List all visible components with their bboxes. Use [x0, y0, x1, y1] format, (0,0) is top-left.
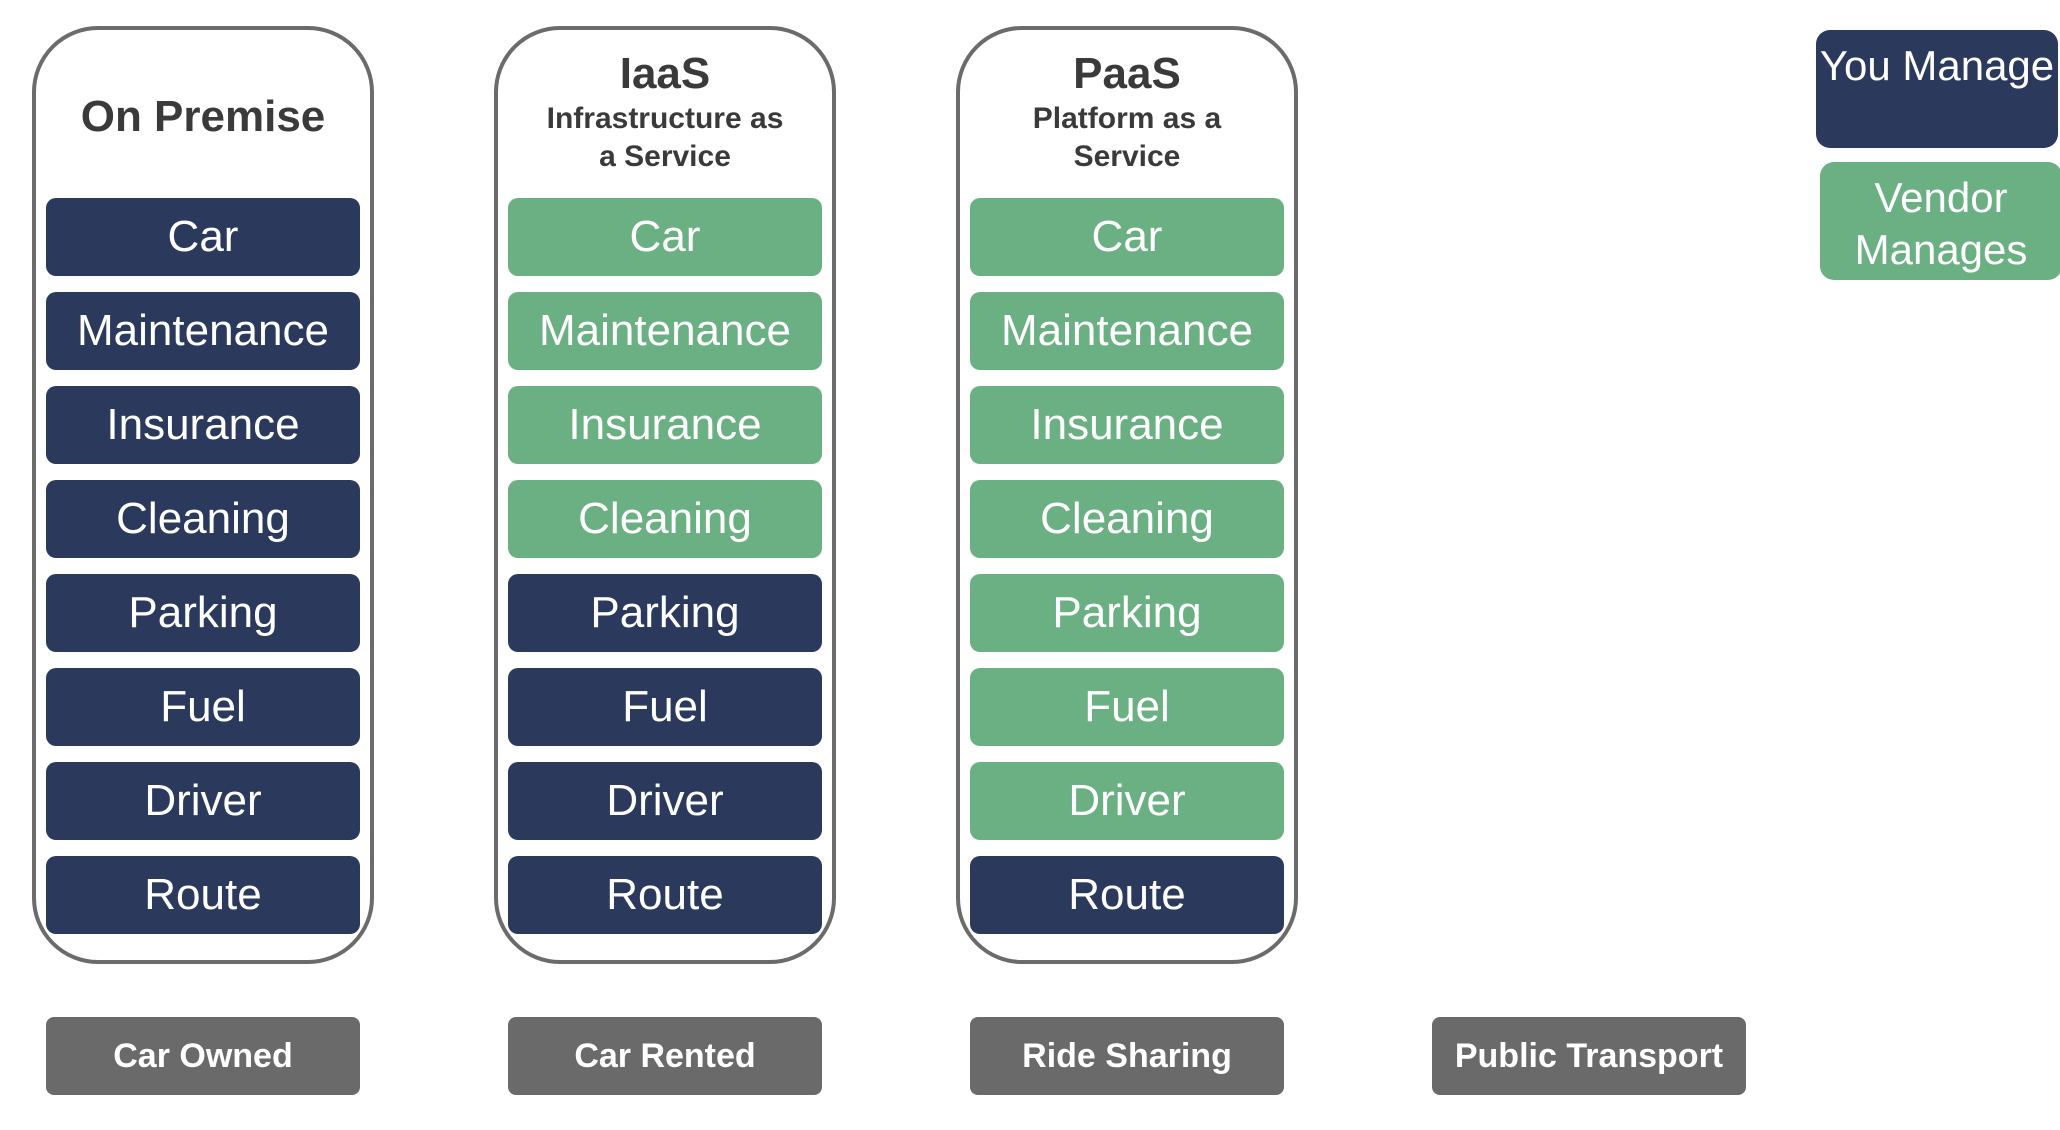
- item-driver: Driver: [970, 762, 1284, 840]
- column-subtitle: Platform as a Service: [1032, 102, 1222, 173]
- column-paas: PaaS Platform as a Service Car Maintenan…: [956, 26, 1298, 964]
- item-maintenance: Maintenance: [970, 292, 1284, 370]
- footer-ride-sharing: Ride Sharing: [970, 1017, 1284, 1095]
- item-cleaning: Cleaning: [970, 480, 1284, 558]
- item-parking: Parking: [508, 574, 822, 652]
- item-maintenance: Maintenance: [46, 292, 360, 370]
- item-car: Car: [508, 198, 822, 276]
- item-insurance: Insurance: [970, 386, 1284, 464]
- column-header: On Premise: [36, 30, 370, 198]
- footer-car-owned: Car Owned: [46, 1017, 360, 1095]
- column-header: PaaS Platform as a Service: [960, 30, 1294, 198]
- item-fuel: Fuel: [970, 668, 1284, 746]
- column-on-premise: On Premise Car Maintenance Insurance Cle…: [32, 26, 374, 964]
- column-header: IaaS Infrastructure as a Service: [498, 30, 832, 198]
- footer-car-rented: Car Rented: [508, 1017, 822, 1095]
- column-title: On Premise: [80, 92, 326, 141]
- column-title: PaaS: [1073, 49, 1181, 98]
- legend-you-manage: You Manage: [1816, 30, 2058, 148]
- column-iaas: IaaS Infrastructure as a Service Car Mai…: [494, 26, 836, 964]
- item-insurance: Insurance: [46, 386, 360, 464]
- column-subtitle: Infrastructure as a Service: [546, 102, 784, 173]
- legend-vendor-manages: Vendor Manages: [1820, 162, 2060, 280]
- item-car: Car: [46, 198, 360, 276]
- item-route: Route: [970, 856, 1284, 934]
- item-parking: Parking: [46, 574, 360, 652]
- item-driver: Driver: [508, 762, 822, 840]
- item-fuel: Fuel: [508, 668, 822, 746]
- item-maintenance: Maintenance: [508, 292, 822, 370]
- item-car: Car: [970, 198, 1284, 276]
- item-route: Route: [46, 856, 360, 934]
- item-cleaning: Cleaning: [508, 480, 822, 558]
- item-cleaning: Cleaning: [46, 480, 360, 558]
- item-parking: Parking: [970, 574, 1284, 652]
- footer-public-transport: Public Transport: [1432, 1017, 1746, 1095]
- item-route: Route: [508, 856, 822, 934]
- item-fuel: Fuel: [46, 668, 360, 746]
- item-insurance: Insurance: [508, 386, 822, 464]
- column-title: IaaS: [619, 49, 711, 98]
- item-driver: Driver: [46, 762, 360, 840]
